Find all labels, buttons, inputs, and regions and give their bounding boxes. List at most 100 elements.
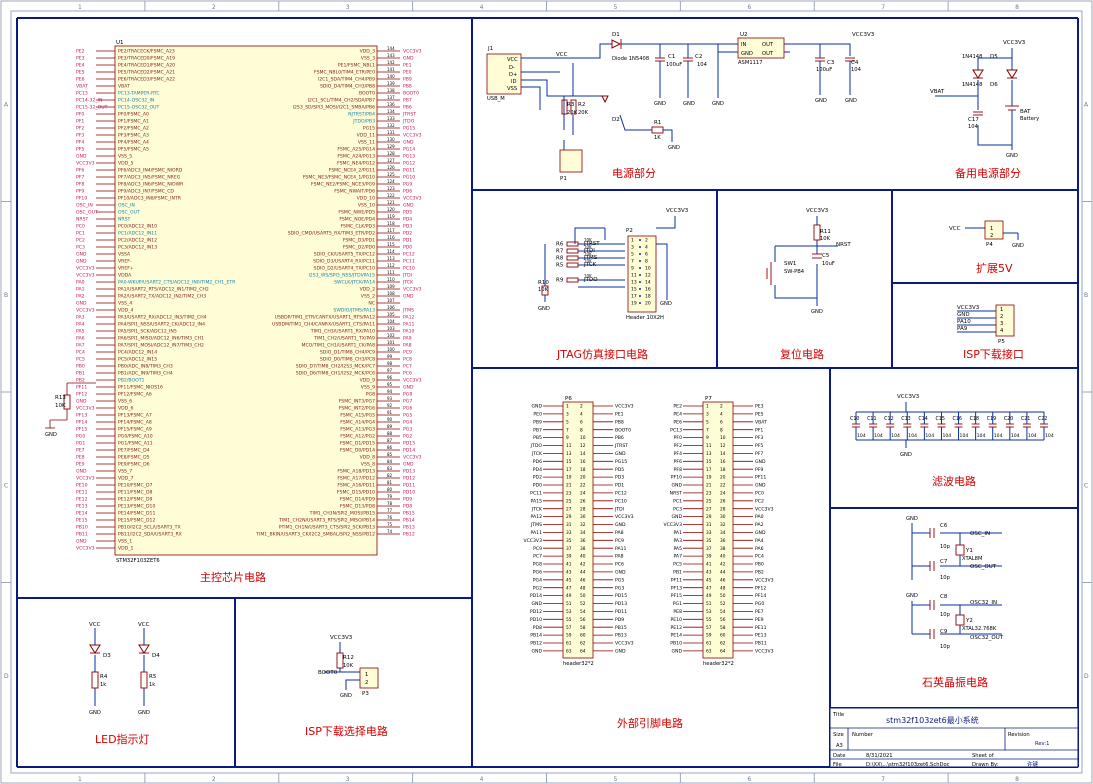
mcu-left-pin: VREF- [118, 259, 132, 265]
mcu-right-net: VCC3V3 [403, 133, 422, 139]
mcu-left-net: PA3 [76, 315, 85, 321]
header-right-net: VCC3V3 [615, 404, 634, 410]
svg-text:3: 3 [1000, 321, 1003, 327]
header-pin-number: 23 [566, 491, 572, 497]
jtag-pin-number: 16 [645, 287, 651, 293]
mcu-right-pin-number: 131 [387, 130, 395, 135]
mcu-ref: U1 [116, 40, 124, 46]
header-right-net: PA11 [615, 546, 627, 552]
mcu-left-pin: VDD_7 [118, 476, 134, 482]
mcu-right-net: PB9 [403, 77, 412, 83]
section-title-crystal: 石英晶振电路 [922, 675, 988, 689]
mcu-right-pin: FSMC_D2/PD0 [343, 245, 375, 251]
filter-cap-value: 104 [960, 433, 969, 439]
header-pin-number: 6 [720, 419, 723, 425]
mcu-right-pin: JTDO/PB3 [352, 119, 375, 125]
mcu-right-pin: USBDP/TIM1_ETR/CANTX/USART1_RTS/PA12 [275, 315, 375, 321]
mcu-right-net: PG8 [403, 392, 412, 398]
header-pin-number: 42 [580, 562, 586, 568]
filter-cap-ref: C11 [867, 416, 876, 422]
j1-ref: J1 [487, 46, 493, 52]
jtag-resistor [566, 248, 579, 254]
svg-text:1: 1 [365, 672, 368, 678]
mcu-left-pin: PF3/FSMC_A3 [118, 133, 149, 139]
svg-text:Y1: Y1 [965, 548, 973, 554]
mcu-right-pin: SWDIO/JTMS/PA13 [333, 308, 375, 314]
header-left-net: PD4 [533, 467, 542, 473]
header-right-net: PG0 [755, 601, 764, 607]
mcu-left-net: PF7 [76, 175, 84, 181]
header-pin-number: 2 [720, 404, 723, 410]
header-pin-number: 16 [580, 459, 586, 465]
header-pin-number: 20 [580, 475, 586, 481]
header-left-net: PD8 [533, 625, 542, 631]
mcu-right-pin-number: 126 [387, 165, 395, 170]
zone-col-label: 5 [613, 4, 617, 11]
mcu-right-pin: FSMC_A13/PG3 [340, 427, 375, 433]
header-pin-number: 9 [706, 435, 709, 441]
p1-ref: P1 [560, 176, 567, 182]
mcu-left-pin: PA4/SPI1_NSS/USART2_CK/ADC12_IN4 [118, 322, 205, 328]
mcu-left-pin: PF0/FSMC_A0 [118, 112, 149, 118]
mcu-left-pin: PA1/USART2_RTS/ADC12_IN1/TIM2_CH2 [118, 287, 209, 293]
mcu-right-pin-number: 99 [387, 354, 393, 359]
mcu-left-pin: PE3/TRACED0/FSMC_A19 [118, 56, 175, 62]
r10-resistor [541, 285, 549, 296]
svg-text:JTDO: JTDO [583, 277, 598, 283]
header-pin-number: 18 [580, 467, 586, 473]
mcu-right-pin-number: 103 [387, 326, 395, 331]
header-right-net: PG5 [615, 577, 624, 583]
svg-text:XTAL8M: XTAL8M [962, 556, 982, 562]
mcu-right-pin-number: 80 [387, 487, 393, 492]
header-pin-number: 2 [580, 404, 583, 410]
mcu-left-pin: PB1/ADC_IN9/TIM3_CH4 [118, 371, 173, 377]
mcu-right-pin-number: 97 [387, 368, 393, 373]
jtag-resistor-ref: R6 [556, 242, 564, 248]
filter-cap-ref: C16 [953, 416, 962, 422]
header-left-net: PD10 [530, 617, 542, 623]
mcu-left-net: VCC3V3 [76, 476, 95, 482]
header-left-net: JTMS [530, 522, 542, 528]
mcu-right-pin: FSMC_INT2/PG6 [339, 406, 375, 412]
mcu-left-pin: PA2/USART2_TX/ADC12_IN2/TIM2_CH3 [118, 294, 206, 300]
header-pin-number: 13 [566, 451, 572, 457]
svg-text:GND: GND [906, 593, 918, 599]
header-right-net: VCC3V3 [615, 641, 634, 647]
svg-text:R11: R11 [820, 229, 831, 235]
mcu-right-pin-number: 124 [387, 179, 395, 184]
mcu-left-pin: VREF+ [118, 266, 134, 272]
mcu-right-net: PG15 [403, 126, 415, 132]
mcu-left-net: PB2 [76, 378, 85, 384]
mcu-left-pin: PF8/ADC3_IN6/FSMC_NIOWR [118, 182, 184, 188]
mcu-left-pin: PE7/FSMC_D4 [118, 448, 150, 454]
zone-row-label: D [1084, 673, 1089, 680]
mcu-right-net: PG11 [403, 168, 415, 174]
header-left-net: PB1 [673, 570, 682, 576]
mcu-left-net: OSC_IN [76, 203, 93, 209]
svg-text:Y2: Y2 [965, 618, 973, 624]
mcu-left-net: GND [76, 301, 87, 307]
header-pin-number: 40 [720, 554, 726, 560]
mcu-left-net: PC15-32_OUT [76, 105, 108, 111]
header-pin-number: 22 [720, 483, 726, 489]
header-right-net: PA8 [615, 530, 624, 536]
header-pin-number: 25 [706, 498, 712, 504]
header-pin-number: 12 [580, 443, 586, 449]
header-right-net: PA6 [755, 546, 764, 552]
svg-text:NRST: NRST [836, 242, 851, 248]
mcu-right-pin-number: 102 [387, 333, 395, 338]
mcu-right-pin-number: 127 [387, 158, 395, 163]
header-pin-number: 64 [580, 649, 586, 655]
header-left-net: PF8 [674, 467, 682, 473]
mcu-left-net: PF2 [76, 126, 84, 132]
header-left-net: PE8 [673, 609, 682, 615]
c4-cap: C4 104 GND [845, 57, 862, 104]
mcu-right-pin: FSMC_D14/PD9 [340, 497, 375, 503]
d1-diode: D1 Diode 1N5408 [611, 32, 649, 62]
header-right-net: PE3 [755, 404, 764, 410]
svg-text:ID: ID [511, 79, 517, 85]
svg-text:10p: 10p [940, 544, 951, 550]
svg-text:Rev:1: Rev:1 [1035, 741, 1049, 747]
mcu-left-net: VCC3V3 [76, 546, 95, 552]
jtag-pin-number: 3 [631, 245, 634, 251]
